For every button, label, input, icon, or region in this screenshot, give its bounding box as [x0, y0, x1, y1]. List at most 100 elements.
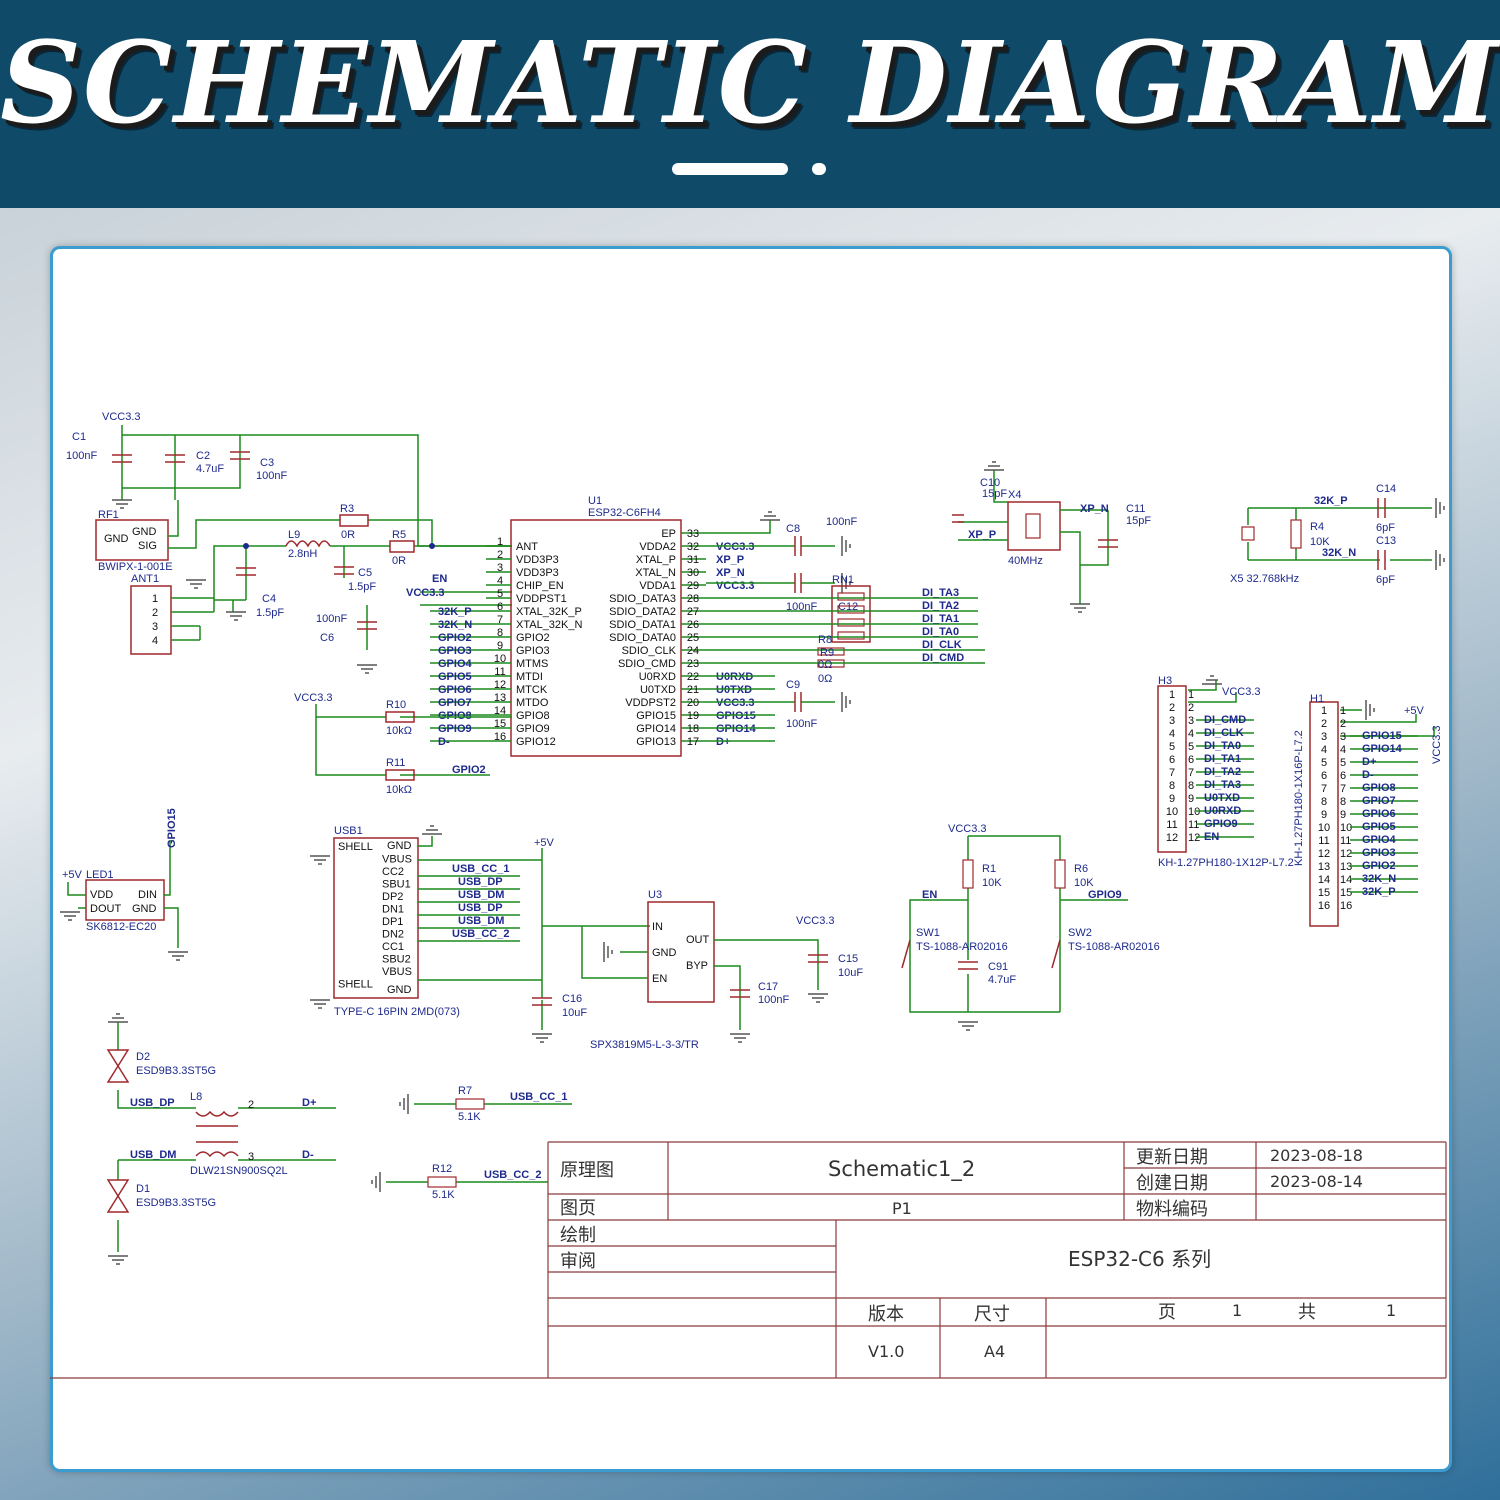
h1-pin-number-right: 7	[1340, 783, 1346, 795]
h1-pin-number-right: 9	[1340, 809, 1346, 821]
svg-text:+5V: +5V	[534, 837, 555, 849]
u1-pin-name: VDD3P3	[516, 567, 559, 579]
svg-text:SIG: SIG	[138, 540, 157, 552]
svg-text:1.5pF: 1.5pF	[348, 581, 376, 593]
u1-pin-number: 17	[687, 736, 699, 748]
svg-text:GND: GND	[132, 903, 157, 915]
svg-text:R8: R8	[818, 634, 832, 646]
u1-pin-name: VDDA1	[639, 580, 676, 592]
u1-net-label: GPIO5	[438, 671, 472, 683]
xtal40-section	[952, 461, 1118, 613]
u1-pin-name: GPIO13	[636, 736, 676, 748]
u1-net-label: GPIO4	[438, 658, 473, 670]
title-block	[50, 1141, 1447, 1379]
svg-text:C9: C9	[786, 679, 800, 691]
svg-text:0R: 0R	[392, 555, 406, 567]
svg-text:D2: D2	[136, 1051, 150, 1063]
h1-net-label: GPIO15	[1362, 730, 1402, 742]
svg-text:1: 1	[152, 593, 158, 605]
svg-text:C10: C10	[980, 477, 1000, 489]
svg-text:D1: D1	[136, 1183, 150, 1195]
svg-text:1: 1	[1386, 1301, 1396, 1320]
svg-text:GND: GND	[387, 984, 412, 996]
xtal32-section	[1241, 497, 1445, 571]
h1-pin-number-right: 6	[1340, 770, 1346, 782]
h3-net-label: DI_TA3	[1204, 779, 1241, 791]
u1-pin-number: 32	[687, 541, 699, 553]
svg-text:EN: EN	[432, 573, 447, 585]
h3-pin-number: 10	[1166, 806, 1178, 818]
svg-text:EN: EN	[922, 889, 937, 901]
u1-pin-number: 5	[497, 588, 503, 600]
doc-title: Schematic1_2	[828, 1157, 975, 1182]
svg-text:C5: C5	[358, 567, 372, 579]
usb-protection-section: D2 ESD9B3.3ST5G USB_DP L8 USB_DM DLW21SN…	[106, 1013, 572, 1265]
svg-text:VCC3.3: VCC3.3	[1431, 725, 1443, 764]
usb-net-label: USB_DM	[458, 915, 504, 927]
h3-pin-number-right: 6	[1188, 754, 1194, 766]
svg-text:C14: C14	[1376, 483, 1396, 495]
h3-net-label: DI_TA2	[1204, 766, 1241, 778]
led-section: GPIO15 +5V LED1 VDD DIN DOUT GND SK6812-…	[59, 808, 189, 961]
svg-text:2.8nH: 2.8nH	[288, 548, 317, 560]
sdio-net-label: DI_TA1	[922, 613, 959, 625]
h3-pin-number: 7	[1169, 767, 1175, 779]
svg-text:EN: EN	[652, 973, 667, 985]
h1-pin-number: 11	[1318, 835, 1329, 847]
u1-pin-number: 27	[687, 606, 699, 618]
h1-pin-number-right: 2	[1340, 718, 1346, 730]
h3-pin-number-right: 7	[1188, 767, 1194, 779]
svg-text:X5 32.768kHz: X5 32.768kHz	[1230, 573, 1299, 585]
svg-text:R1: R1	[982, 863, 996, 875]
h1-net-label: GPIO7	[1362, 795, 1396, 807]
svg-text:DOUT: DOUT	[90, 903, 121, 915]
u1-pin-name: GPIO12	[516, 736, 556, 748]
usb-pin-name: CC2	[382, 866, 404, 878]
h3-pin-number: 5	[1169, 741, 1175, 753]
svg-text:0Ω: 0Ω	[818, 659, 832, 671]
svg-text:C1: C1	[72, 431, 86, 443]
h1-pin-number-right: 12	[1340, 848, 1352, 860]
u1-pin-number: 33	[687, 528, 699, 540]
sdio-net-label: DI_TA0	[922, 626, 959, 638]
u1-pin-number: 14	[494, 705, 506, 717]
pullup-labels: VCC3.3 R10 10kΩ R11 10kΩ GPIO2	[294, 692, 486, 796]
svg-text:H3: H3	[1158, 675, 1172, 687]
usb-pin-name: SHELL	[338, 979, 373, 991]
u1-net-label: GPIO8	[438, 710, 472, 722]
u1-net-label: U0TXD	[716, 684, 752, 696]
sdio-net-label: DI_CMD	[922, 652, 964, 664]
u1-net-label: GPIO14	[716, 723, 757, 735]
h1-net-label: GPIO6	[1362, 808, 1396, 820]
u1-pin-name: GPIO9	[516, 723, 550, 735]
svg-text:GND: GND	[387, 840, 412, 852]
usb-pin-name: SBU1	[382, 879, 411, 891]
h3-net-label: DI_CLK	[1204, 727, 1244, 739]
h1-pin-number-right: 8	[1340, 796, 1346, 808]
svg-text:DIN: DIN	[138, 889, 157, 901]
svg-text:C11: C11	[1126, 503, 1145, 515]
u1-pin-number: 10	[494, 653, 506, 665]
svg-text:GPIO15: GPIO15	[166, 808, 178, 848]
h1-pin-number: 8	[1321, 796, 1327, 808]
u1-net-label: VCC3.3	[716, 580, 755, 592]
h1-net-label: 32K_P	[1362, 886, 1396, 898]
u1-net-label: GPIO7	[438, 697, 472, 709]
usb-net-label: USB_DM	[458, 889, 504, 901]
h1-pin-number-right: 14	[1340, 874, 1352, 886]
svg-text:32K_P: 32K_P	[1314, 495, 1348, 507]
h3-pin-number: 2	[1169, 702, 1175, 714]
u1-pin-name: EP	[661, 528, 676, 540]
svg-text:更新日期: 更新日期	[1136, 1147, 1208, 1168]
svg-text:15pF: 15pF	[982, 488, 1007, 500]
h1-pin-number: 3	[1321, 731, 1327, 743]
svg-text:SW2: SW2	[1068, 927, 1092, 939]
title-block-text: 原理图 Schematic1_2 更新日期 2023-08-18 创建日期 20…	[560, 1146, 1396, 1361]
u1-pin-number: 22	[687, 671, 699, 683]
usb-net-label: USB_CC_1	[452, 863, 509, 875]
u1-pin-name: GPIO15	[636, 710, 676, 722]
usb-net-label: USB_DP	[458, 902, 503, 914]
h1-pin-number: 13	[1318, 861, 1330, 873]
h3-pin-number: 6	[1169, 754, 1175, 766]
